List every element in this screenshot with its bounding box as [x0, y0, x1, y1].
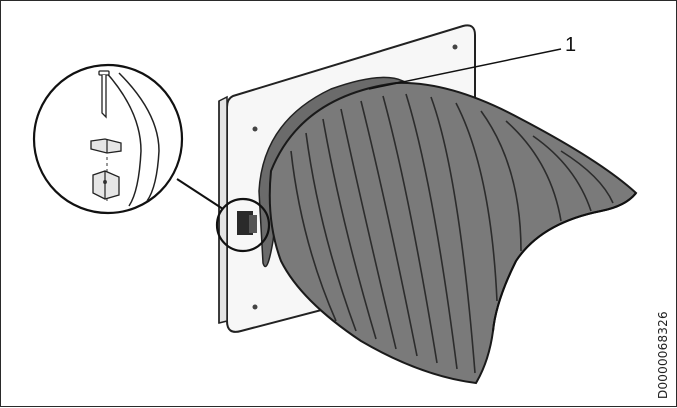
flexible-duct — [268, 81, 638, 385]
screw-hole — [252, 304, 258, 310]
clip-detail-lower — [92, 170, 120, 200]
clip-detail-upper — [90, 138, 122, 154]
callout-number: 1 — [565, 34, 577, 56]
detail-connector — [176, 178, 224, 210]
screw-hole — [252, 126, 258, 132]
screw-hole — [452, 44, 458, 50]
clip-highlight — [215, 197, 271, 253]
callout-leader — [368, 48, 562, 90]
document-id: D0000068326 — [656, 311, 670, 399]
detail-magnifier — [32, 63, 184, 215]
screw-detail — [98, 70, 110, 119]
